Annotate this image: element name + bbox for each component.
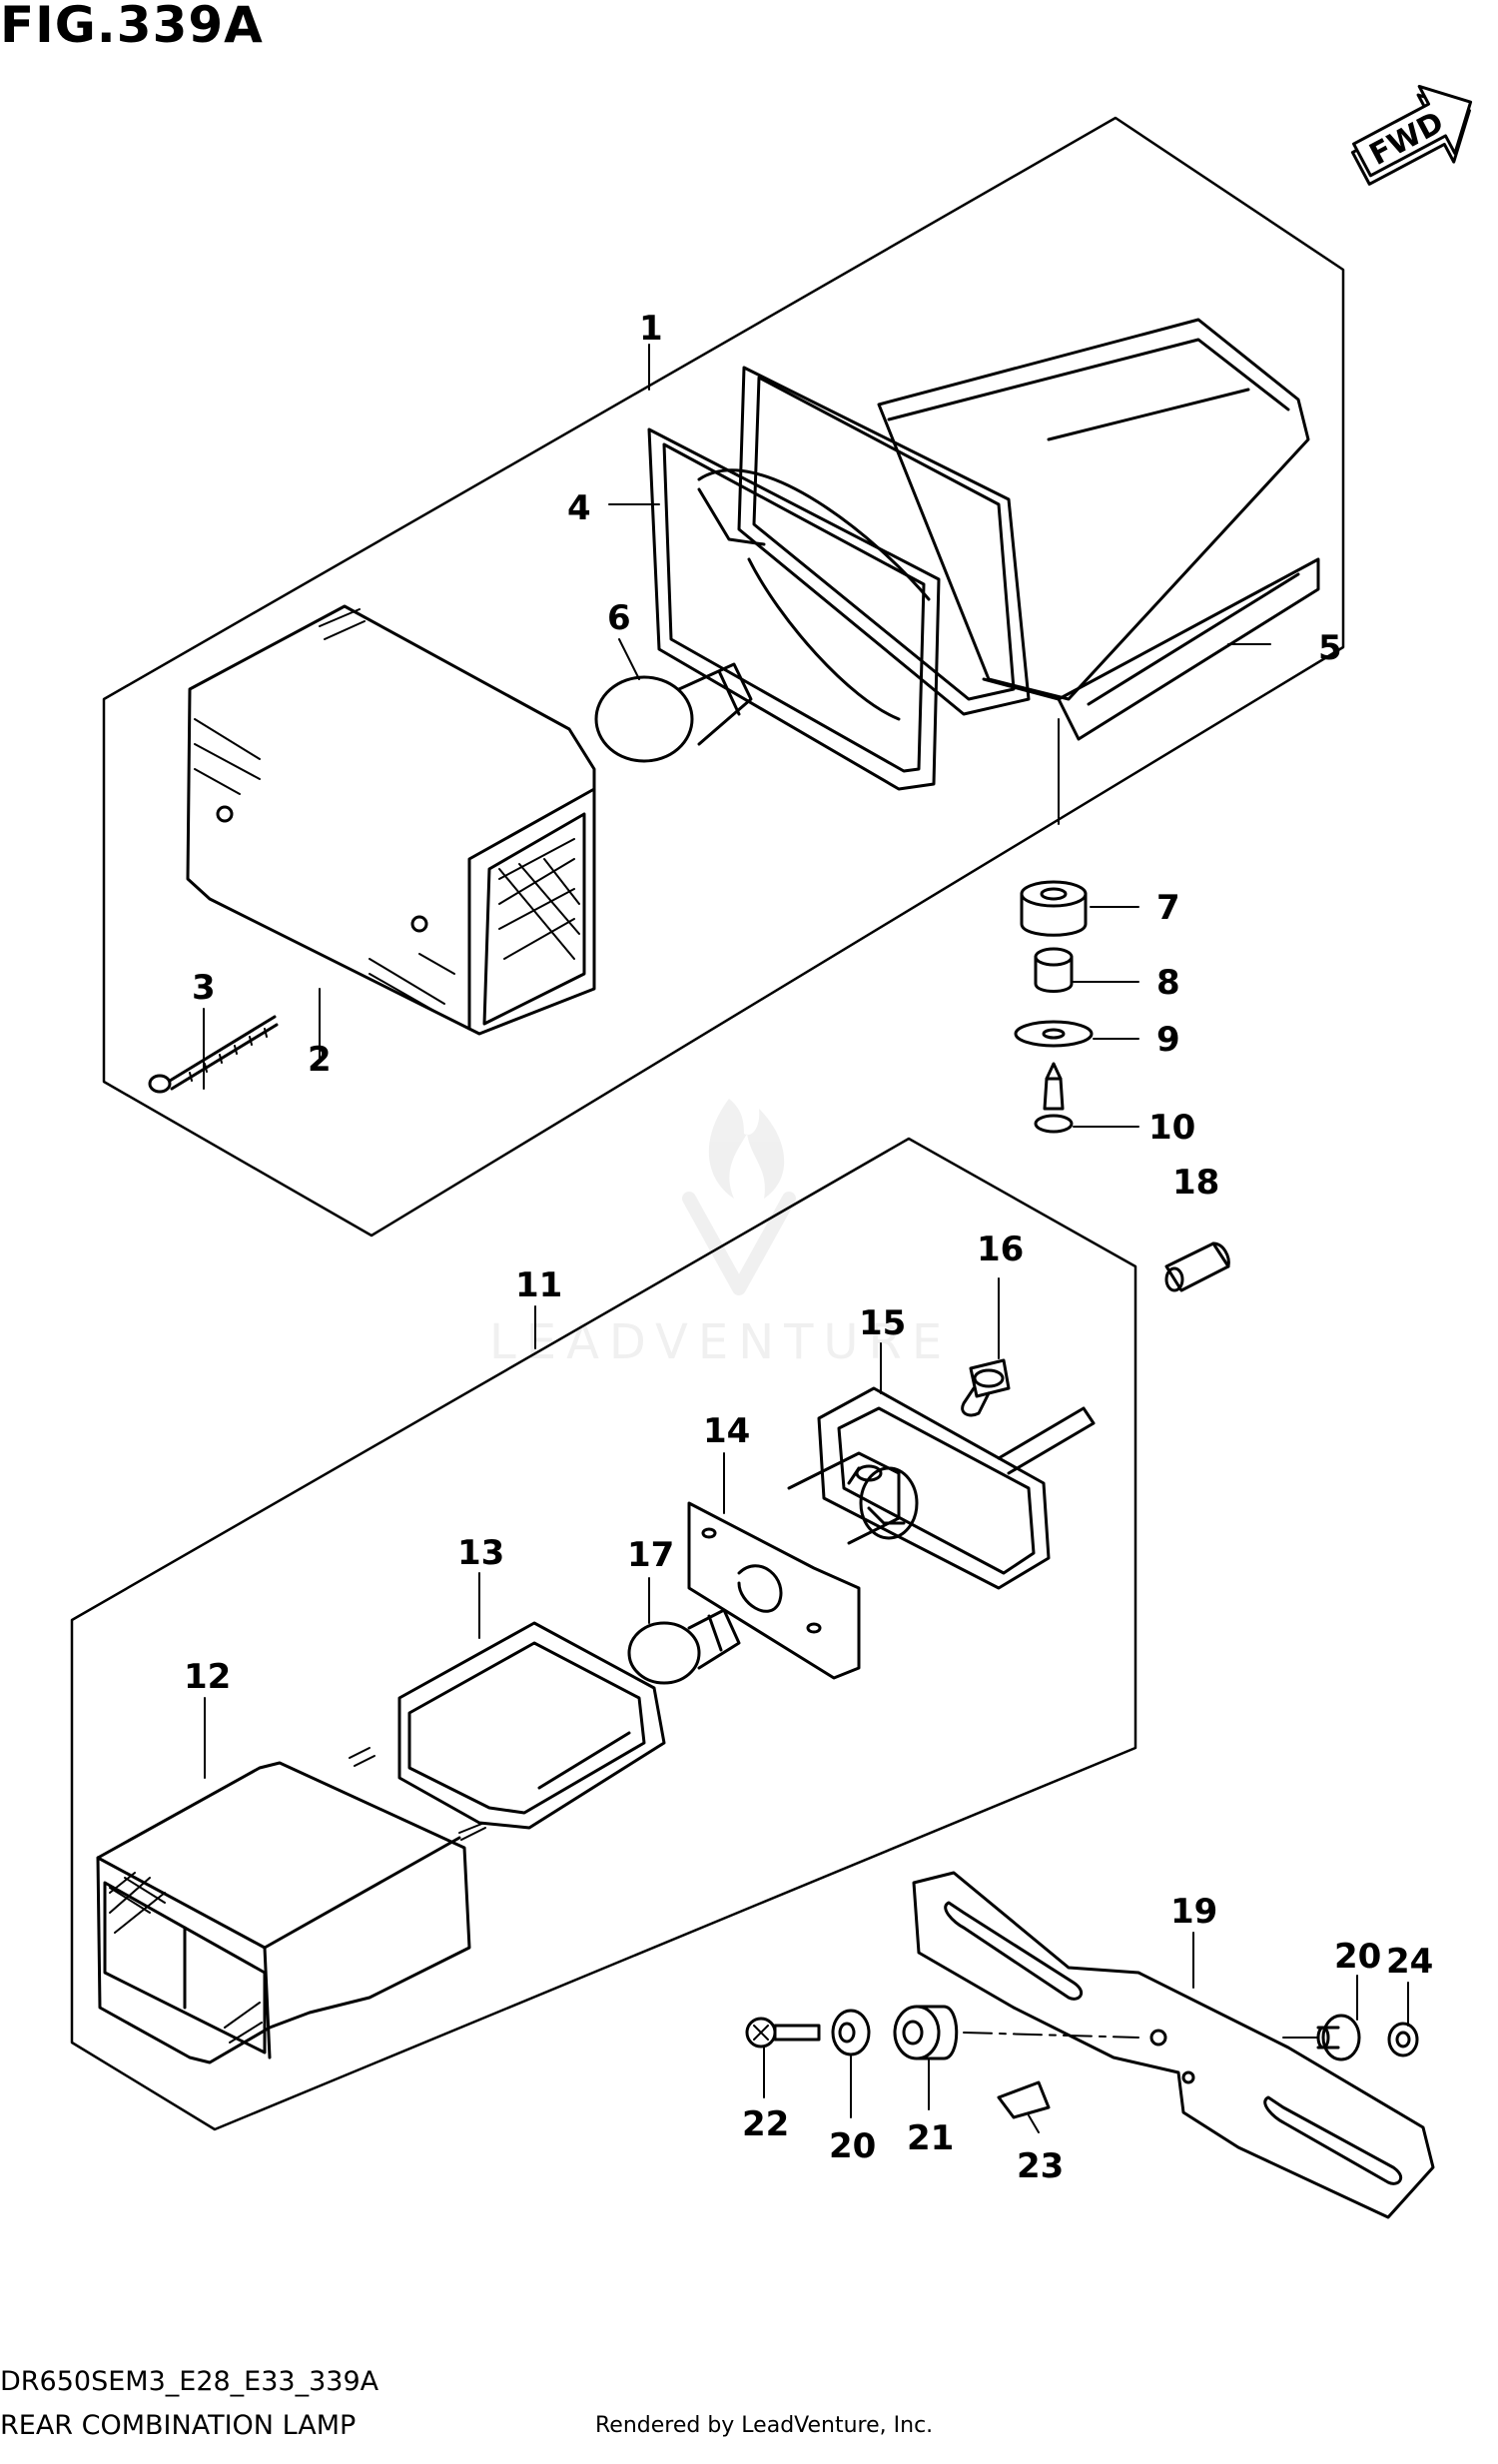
callout-3: 3	[192, 968, 216, 1008]
callout-24: 24	[1386, 1942, 1433, 1982]
fwd-direction-arrow-icon: FWD	[1350, 84, 1473, 186]
model-code: DR650SEM3_E28_E33_339A	[0, 2366, 379, 2397]
callout-10: 10	[1148, 1108, 1195, 1148]
part-10-screw	[1034, 1062, 1074, 1134]
rendered-by-credit: Rendered by LeadVenture, Inc.	[595, 2413, 934, 2438]
part-17-bulb	[627, 1608, 741, 1685]
watermark-text: LEADVENTURE	[489, 1314, 952, 1370]
callout-leaders	[203, 344, 1409, 2133]
assembly-name: REAR COMBINATION LAMP	[0, 2410, 357, 2441]
part-24-nut	[1387, 2022, 1419, 2057]
callout-14: 14	[703, 1411, 750, 1451]
callout-20-left: 20	[829, 2126, 876, 2166]
callout-7: 7	[1156, 888, 1180, 928]
part-8-spacer	[1034, 947, 1074, 993]
callout-1: 1	[639, 309, 663, 349]
part-21-cushion	[893, 2005, 959, 2060]
callout-2: 2	[308, 1040, 332, 1080]
part-14-socket-plate	[687, 1451, 919, 1680]
callout-19: 19	[1170, 1892, 1217, 1932]
callout-23: 23	[1017, 2146, 1064, 2186]
part-19-bracket	[912, 1871, 1435, 2219]
callout-16: 16	[977, 1230, 1024, 1269]
callout-5: 5	[1318, 628, 1342, 668]
part-5-housing	[877, 318, 1320, 741]
part-12-lens	[96, 1747, 486, 2064]
part-20-washer	[831, 2009, 871, 2056]
callout-22: 22	[742, 2104, 789, 2144]
part-9-washer	[1014, 1020, 1094, 1048]
part-23-clip	[997, 2080, 1051, 2119]
part-15-housing	[817, 1386, 1096, 1590]
part-16-grommet	[961, 1358, 1011, 1417]
part-1-lamp-base	[737, 366, 1031, 716]
part-2-lens	[186, 604, 596, 1036]
callout-17: 17	[627, 1535, 674, 1575]
part-18-spacer	[1164, 1241, 1230, 1292]
callout-15: 15	[859, 1303, 906, 1343]
figure-title: FIG.339A	[0, 0, 264, 54]
callout-11: 11	[515, 1265, 562, 1305]
part-13-gasket	[397, 1621, 666, 1830]
group-11-boundary	[70, 1137, 1137, 2131]
callout-9: 9	[1156, 1020, 1180, 1060]
callout-12: 12	[184, 1657, 231, 1697]
callout-20-right: 20	[1334, 1937, 1381, 1977]
group-1-boundary	[102, 116, 1345, 1237]
part-6-bulb	[594, 662, 753, 763]
callout-13: 13	[457, 1533, 504, 1573]
part-7-cushion	[1020, 880, 1088, 937]
callout-8: 8	[1156, 963, 1180, 1003]
part-20-washer-right	[1316, 2014, 1361, 2061]
callout-6: 6	[607, 598, 631, 638]
part-4-gasket	[647, 427, 941, 791]
leadventure-watermark: LEADVENTURE	[489, 1099, 952, 1370]
callout-4: 4	[567, 488, 591, 528]
part-22-bolt	[745, 2017, 821, 2049]
part-21-leader-line	[963, 2032, 1139, 2039]
callout-21: 21	[907, 2118, 954, 2158]
callout-18: 18	[1172, 1163, 1219, 1203]
part-3-screw	[148, 1015, 279, 1094]
